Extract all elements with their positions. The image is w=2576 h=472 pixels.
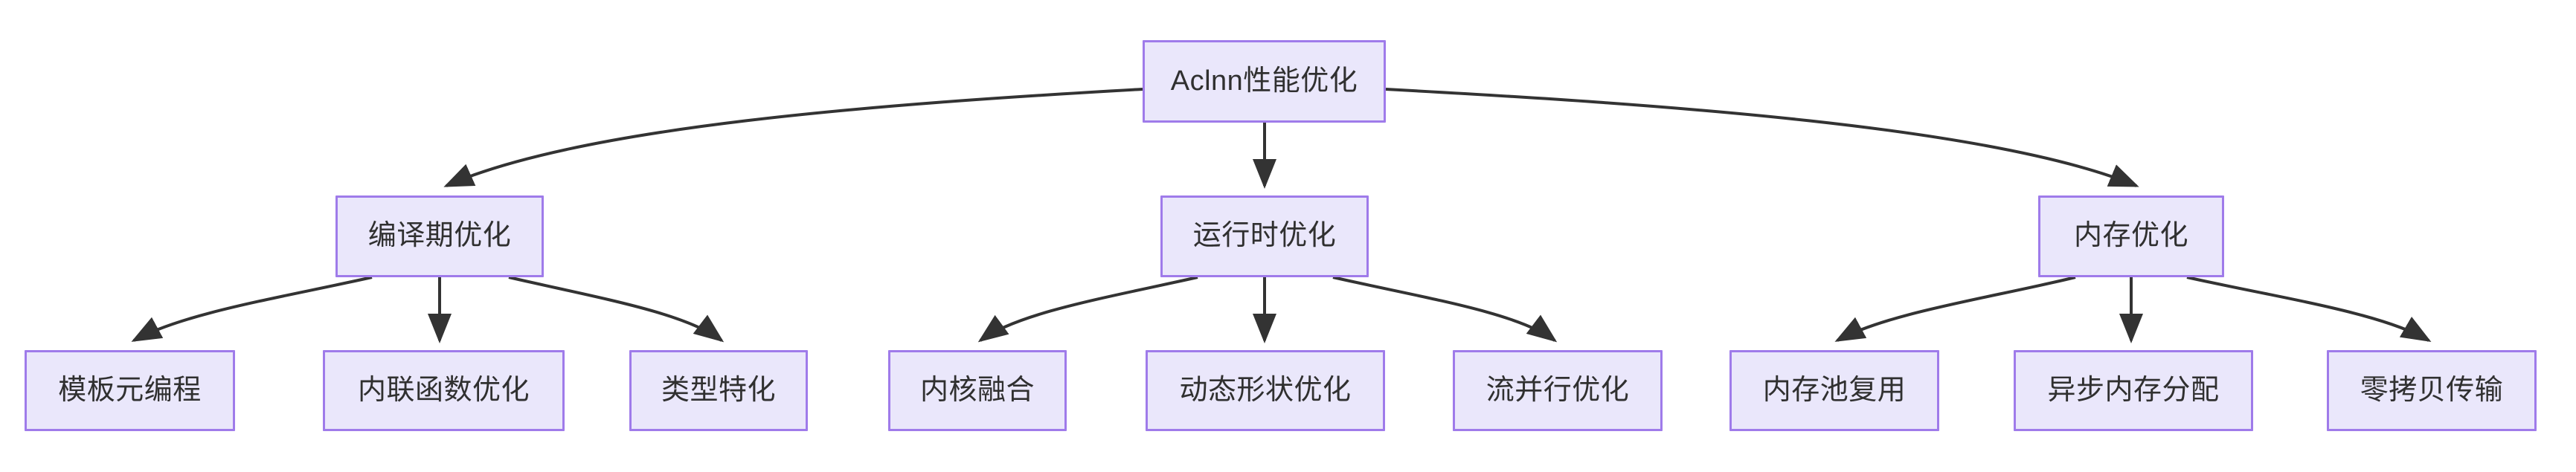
node-label-root: Aclnn性能优化 [1170, 65, 1358, 97]
node-tmp[interactable]: 模板元编程 [25, 350, 235, 431]
node-label-inline: 内联函数优化 [357, 374, 530, 406]
node-label-dynshape: 动态形状优化 [1179, 374, 1352, 406]
edge-compile-to-tmp [131, 276, 373, 342]
node-label-typespec: 类型特化 [661, 374, 776, 406]
node-streampar[interactable]: 流并行优化 [1453, 350, 1663, 431]
node-label-streampar: 流并行优化 [1485, 374, 1630, 406]
node-label-tmp: 模板元编程 [58, 374, 202, 406]
edge-runtime-to-streampar [1332, 276, 1558, 343]
node-label-zerocopy: 零拷贝传输 [2360, 374, 2504, 406]
node-zerocopy[interactable]: 零拷贝传输 [2327, 350, 2537, 431]
node-kernelfuse[interactable]: 内核融合 [888, 350, 1067, 431]
node-asyncalloc[interactable]: 异步内存分配 [2014, 350, 2253, 431]
edge-root-to-compile [443, 88, 1143, 187]
node-label-mempool: 内存池复用 [1762, 374, 1907, 406]
edge-compile-to-typespec [508, 276, 725, 343]
node-typespec[interactable]: 类型特化 [629, 350, 808, 431]
edge-memory-to-zerocopy [2186, 276, 2432, 343]
node-label-kernelfuse: 内核融合 [919, 374, 1035, 406]
node-inline[interactable]: 内联函数优化 [323, 350, 565, 431]
node-root[interactable]: Aclnn性能优化 [1143, 40, 1386, 123]
node-dynshape[interactable]: 动态形状优化 [1146, 350, 1385, 431]
node-label-memory: 内存优化 [2073, 220, 2188, 252]
edge-root-to-memory [1385, 88, 2139, 187]
edge-memory-to-mempool [1834, 276, 2076, 342]
node-label-runtime: 运行时优化 [1192, 220, 1337, 252]
node-mempool[interactable]: 内存池复用 [1729, 350, 1939, 431]
node-memory[interactable]: 内存优化 [2038, 195, 2224, 277]
edge-runtime-to-kernelfuse [977, 276, 1198, 343]
node-runtime[interactable]: 运行时优化 [1160, 195, 1369, 277]
node-label-asyncalloc: 异步内存分配 [2047, 374, 2220, 406]
node-compile[interactable]: 编译期优化 [335, 195, 544, 277]
node-label-compile: 编译期优化 [367, 220, 512, 252]
